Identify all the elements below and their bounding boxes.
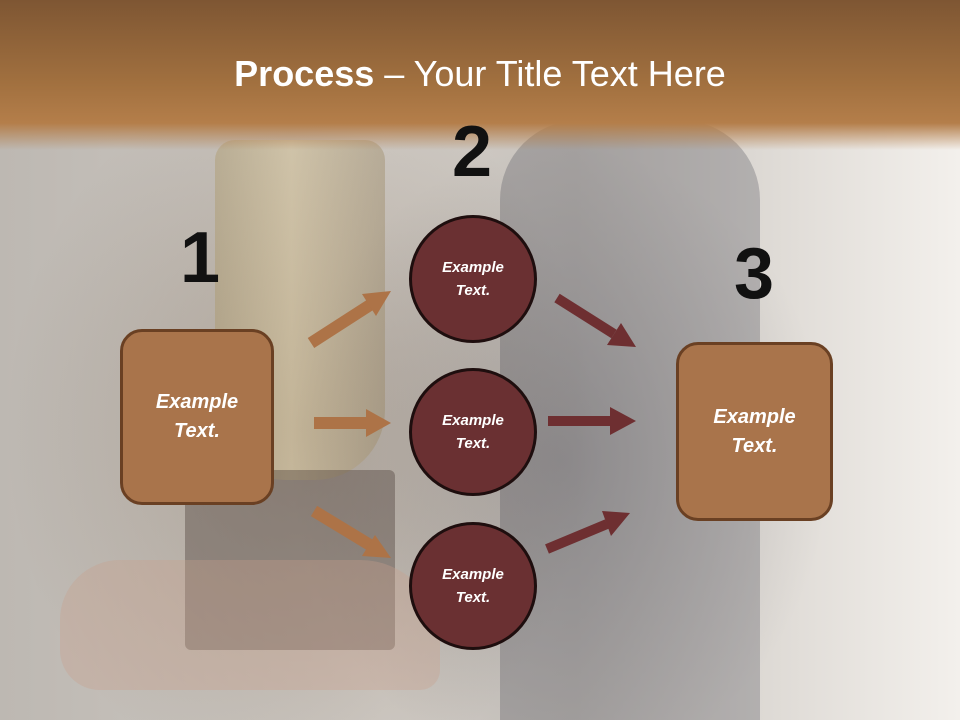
circle-bottom-label: Example Text. xyxy=(442,566,504,606)
step-number-3: 3 xyxy=(733,234,775,314)
circle-bottom: Example Text. xyxy=(409,522,537,650)
title-bar xyxy=(0,0,960,150)
arrow-left-to-bottom xyxy=(310,505,391,558)
arrow-left-to-middle xyxy=(314,409,391,437)
left-box-label: Example Text. xyxy=(155,391,239,442)
slide-title: Process – Your Title Text Here xyxy=(0,52,960,96)
step-number-2: 2 xyxy=(451,112,493,192)
arrow-left-to-top xyxy=(307,291,391,349)
hand-image xyxy=(60,560,440,690)
title-rest: – Your Title Text Here xyxy=(374,53,726,94)
title-bold: Process xyxy=(234,53,375,94)
left-process-box: Example Text. xyxy=(120,329,274,505)
circle-top: Example Text. xyxy=(409,215,537,343)
circle-middle: Example Text. xyxy=(409,368,537,496)
arrow-top-to-right xyxy=(554,293,636,347)
right-box-label: Example Text. xyxy=(713,405,796,457)
step-number-1: 1 xyxy=(179,218,221,298)
arrow-bottom-to-right xyxy=(545,511,630,554)
right-process-box: Example Text. xyxy=(676,342,833,521)
arrow-middle-to-right xyxy=(548,407,636,435)
circle-top-label: Example Text. xyxy=(442,259,504,299)
circle-middle-label: Example Text. xyxy=(442,412,504,452)
